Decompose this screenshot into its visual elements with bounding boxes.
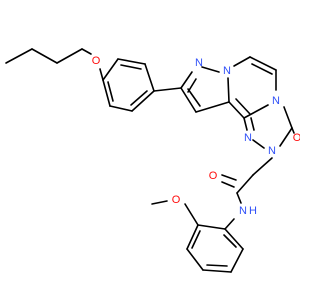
bond	[291, 127, 295, 134]
bond	[233, 56, 251, 67]
bond	[252, 157, 273, 176]
bond	[56, 48, 83, 64]
bond	[197, 224, 226, 230]
bond	[109, 105, 133, 112]
bond	[206, 264, 228, 267]
bond	[221, 174, 237, 181]
bond	[224, 228, 244, 250]
bond	[81, 48, 92, 55]
bond	[180, 87, 197, 113]
atom-label-nitrogen: N	[268, 145, 276, 157]
atom-label-oxygen: O	[209, 170, 218, 182]
bond	[180, 71, 193, 89]
atom-label-hydrogen: H	[249, 205, 257, 217]
bond	[202, 269, 232, 273]
bond	[230, 248, 244, 273]
atom-label-nitrogen: N	[239, 205, 247, 217]
bond	[235, 98, 251, 115]
bond	[144, 63, 155, 92]
bond	[131, 90, 155, 112]
bond	[184, 203, 199, 226]
bond	[187, 88, 201, 107]
molecule-canvas: O N N N O N N O N H O	[5, 48, 300, 273]
bond	[252, 139, 265, 149]
bond	[228, 101, 245, 119]
bond	[221, 181, 235, 188]
bond	[120, 64, 142, 70]
bonds	[5, 48, 295, 273]
bond	[243, 117, 248, 131]
bond	[249, 56, 277, 71]
bond	[107, 81, 114, 102]
atom-label-oxygen: O	[293, 132, 300, 144]
bond	[283, 106, 293, 129]
bond	[102, 58, 119, 81]
bond	[224, 218, 235, 230]
bond	[153, 87, 182, 92]
bond	[250, 117, 255, 131]
bond	[227, 77, 230, 103]
bond	[236, 174, 254, 194]
bond	[279, 127, 293, 147]
bond	[151, 200, 168, 205]
bond	[223, 234, 237, 248]
atom-label-nitrogen: N	[244, 132, 252, 144]
bond	[31, 48, 58, 64]
bond	[5, 48, 33, 64]
bond	[191, 230, 201, 249]
bond	[195, 101, 230, 113]
bond	[186, 224, 199, 250]
atom-label-nitrogen: N	[223, 65, 231, 77]
bond	[99, 68, 104, 81]
bond	[102, 79, 111, 107]
bond	[236, 192, 242, 204]
bond	[243, 104, 269, 119]
bond	[201, 66, 220, 73]
bond	[117, 58, 146, 65]
bond	[251, 63, 273, 75]
atom-label-nitrogen: N	[195, 57, 203, 69]
atom-label-oxygen: O	[92, 55, 101, 67]
atom-label-nitrogen: N	[272, 95, 280, 107]
bond	[186, 248, 204, 271]
molecule-structure: O N N N O N N O N H O	[5, 48, 300, 273]
atom-labels: O N N N O N N O N H O	[92, 55, 300, 217]
atom-label-oxygen: O	[172, 194, 181, 206]
bond	[130, 90, 148, 106]
